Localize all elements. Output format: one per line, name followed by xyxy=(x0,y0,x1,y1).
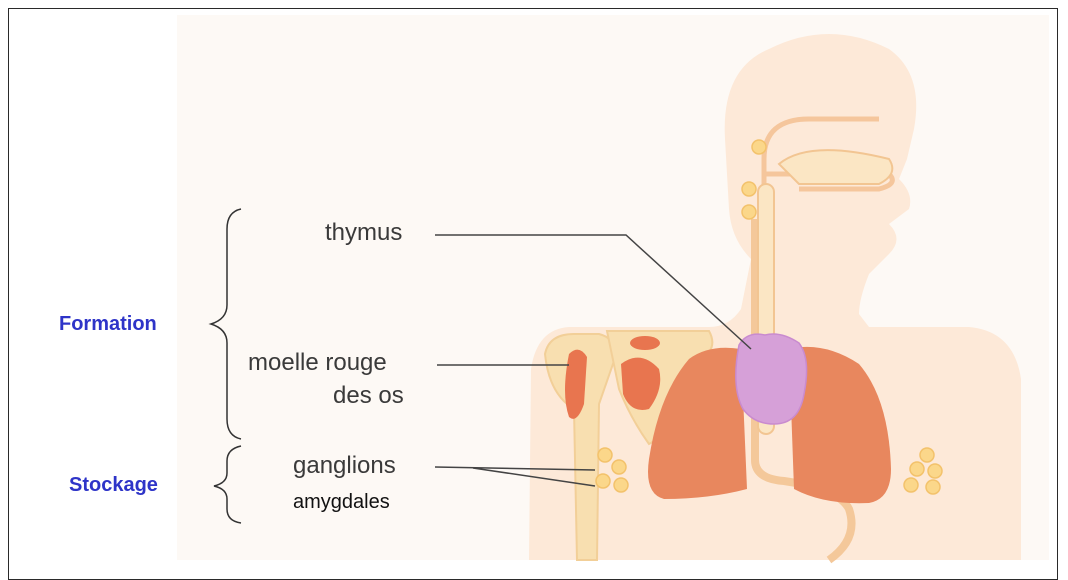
formation-label: Formation xyxy=(59,313,157,336)
amygdales-label: amygdales xyxy=(293,490,390,514)
stockage-label: Stockage xyxy=(69,474,158,497)
diagram-frame: Formation Stockage thymus moelle rouge d… xyxy=(8,8,1058,580)
nasal-cavity xyxy=(779,150,892,184)
red-marrow-clavicle xyxy=(630,336,660,350)
moelle-label-line2: des os xyxy=(333,382,404,411)
thymus-label: thymus xyxy=(325,219,402,248)
thymus-organ xyxy=(736,334,807,424)
ganglions-label: ganglions xyxy=(293,452,396,481)
lymphatic-system-illustration xyxy=(9,9,1058,580)
moelle-label-line1: moelle rouge xyxy=(248,349,387,378)
